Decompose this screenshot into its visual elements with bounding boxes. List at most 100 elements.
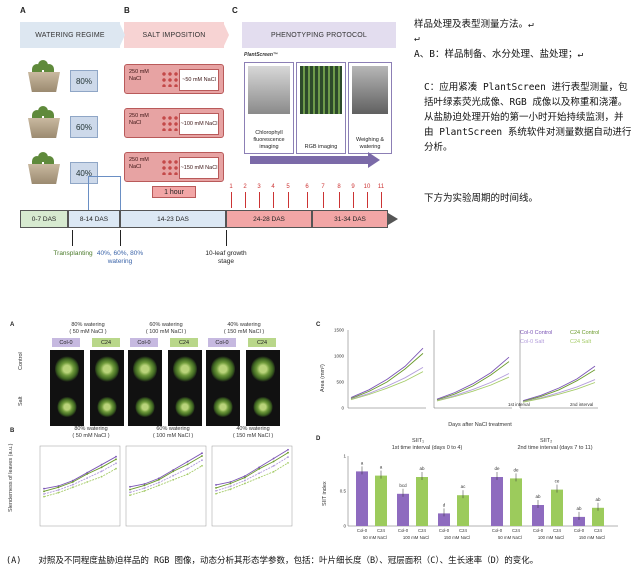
panel-letter-d: D — [316, 436, 321, 442]
data-point — [43, 490, 45, 493]
b-panel-title: 80% watering — [74, 426, 108, 432]
plant-photo — [206, 350, 240, 388]
data-point — [287, 462, 289, 464]
data-point — [243, 482, 246, 485]
genotype-tag: C24 — [248, 338, 276, 347]
tick-label: 0.5 — [340, 489, 347, 494]
data-point — [157, 481, 160, 484]
data-point — [86, 477, 89, 479]
b-panel-title: 40% watering — [236, 426, 270, 432]
data-point — [71, 486, 74, 489]
series-line — [436, 361, 510, 401]
plant-photo — [90, 350, 124, 388]
data-point — [172, 470, 175, 473]
chamber-image — [248, 66, 290, 114]
watering-row-60: 60% — [28, 104, 108, 138]
data-point — [143, 487, 146, 490]
plant-photo — [246, 350, 280, 388]
condition-title: 80% watering — [71, 322, 105, 328]
row-label-control: Control — [18, 352, 24, 370]
connector-line — [88, 176, 120, 177]
genotype-tag: Col-0 — [130, 338, 158, 347]
data-point — [129, 494, 131, 497]
data-point — [115, 455, 117, 458]
series-line — [129, 465, 203, 496]
b-panel-title: 60% watering — [156, 426, 190, 432]
data-point — [86, 481, 89, 483]
bar — [592, 507, 604, 526]
plant-photo — [168, 350, 202, 388]
genotype-label: Col-0 — [439, 528, 450, 533]
significance-letter: de — [494, 466, 500, 471]
genotype-label: Col-0 — [574, 528, 585, 533]
data-point — [71, 481, 74, 483]
concentration-label: 150 mM NaCl — [579, 535, 605, 540]
panel-letter-c: C — [232, 6, 238, 15]
legend-item: C24 Salt — [570, 339, 592, 345]
data-point — [201, 464, 203, 467]
data-point — [57, 491, 60, 494]
genotype-tag: Col-0 — [52, 338, 80, 347]
tick-number: 7 — [321, 184, 325, 190]
data-point — [287, 448, 289, 451]
data-point — [215, 492, 217, 495]
data-point — [86, 471, 89, 474]
plant-photo — [50, 388, 84, 426]
header-watering: WATERING REGIME — [20, 22, 120, 48]
tick-arrow — [367, 192, 368, 208]
data-point — [143, 484, 146, 487]
one-hour-label: 1 hour — [152, 186, 196, 198]
timeline-segment: 31-34 DAS — [312, 210, 388, 228]
tick-arrow — [339, 192, 340, 208]
data-point — [71, 479, 74, 482]
data-point — [143, 483, 146, 485]
data-point — [143, 490, 146, 492]
marker-transplanting: Transplanting — [53, 250, 93, 257]
genotype-label: C24 — [418, 528, 426, 533]
watering-level: 40% — [70, 162, 98, 184]
bar — [416, 477, 428, 526]
data-point — [172, 478, 175, 481]
plot-frame — [39, 445, 121, 527]
bar — [510, 478, 522, 526]
series-line — [350, 353, 424, 400]
concentration-label: 50 mM NaCl — [498, 535, 522, 540]
data-point — [172, 474, 175, 477]
watering-row-40: 40% — [28, 150, 108, 184]
data-point — [157, 478, 160, 481]
tick-number: 5 — [286, 184, 290, 190]
watering-level: 60% — [70, 116, 98, 138]
data-point — [115, 462, 117, 465]
slenderness-chart — [39, 445, 293, 527]
c-interval-2: 2nd interval — [570, 402, 594, 407]
tick-number: 11 — [377, 184, 385, 190]
data-point — [201, 452, 203, 455]
panel-letter-a: A — [10, 322, 15, 328]
data-point — [71, 483, 74, 486]
data-point — [186, 460, 189, 463]
bar — [573, 516, 585, 526]
d-title-1: SIIT₁ — [412, 438, 424, 444]
pot-icon — [28, 72, 60, 92]
tick-number: 9 — [351, 184, 355, 190]
description-line-1: 样品处理及表型测量方法。↵ — [414, 19, 534, 30]
data-point — [57, 486, 60, 489]
data-point — [287, 456, 289, 458]
d-ylabel: SIIT index — [322, 481, 328, 506]
weighing-image — [352, 66, 388, 114]
series-line — [215, 449, 289, 486]
data-point — [172, 469, 175, 471]
data-point — [100, 475, 103, 478]
significance-letter: ab — [595, 497, 601, 502]
genotype-label: Col-0 — [398, 528, 409, 533]
significance-letter: ac — [461, 484, 467, 489]
tick-label: 1500 — [334, 328, 344, 333]
data-point — [243, 475, 246, 478]
data-point — [115, 467, 117, 470]
series-line — [215, 456, 289, 492]
data-point — [201, 459, 203, 462]
data-point — [229, 481, 232, 483]
concentration-label: 150 mM NaCl — [444, 535, 470, 540]
chevron-arrow-icon — [223, 22, 229, 48]
data-point — [258, 476, 261, 479]
